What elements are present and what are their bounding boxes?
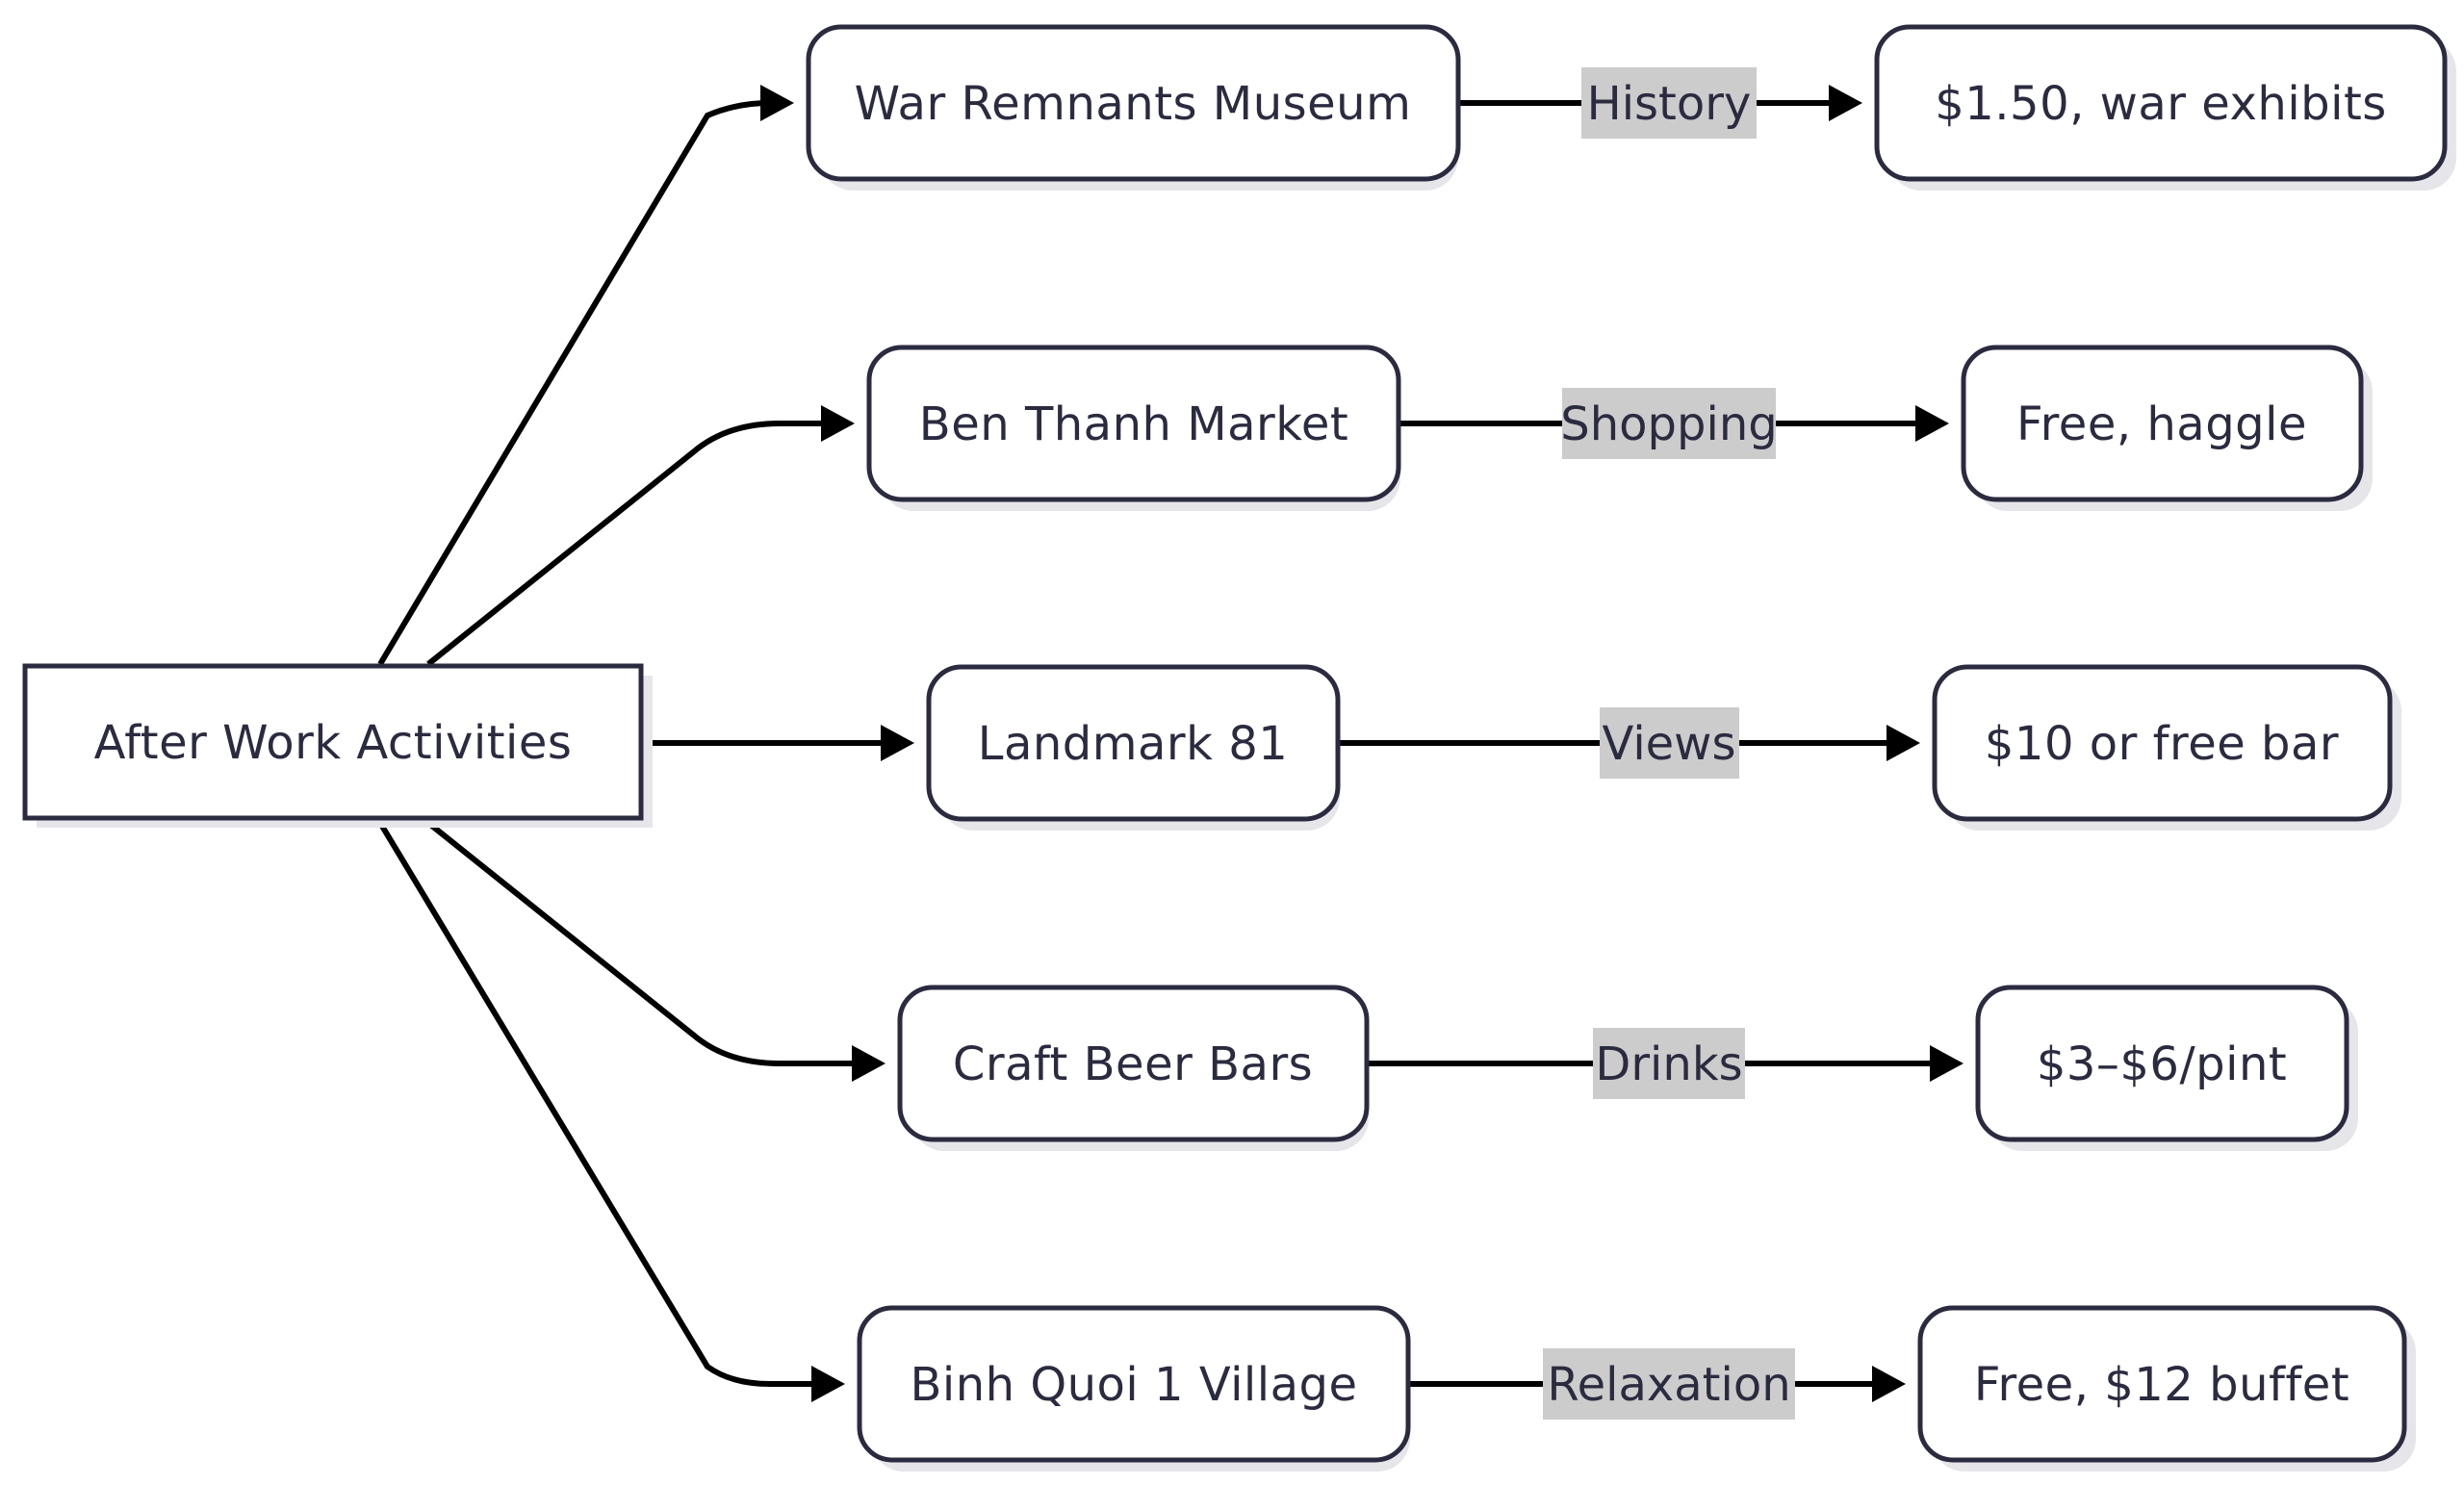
detail-node-binh-quoi-1-village: Free, $12 buffet [1917, 1305, 2416, 1472]
detail-node-craft-beer-bars: $3–$6/pint [1975, 985, 2358, 1151]
activity-label-landmark-81: Landmark 81 [978, 717, 1289, 771]
arrowhead-detail-craft-beer [1930, 1045, 1964, 1082]
detail-label-binh-quoi-1-village: Free, $12 buffet [1974, 1358, 2349, 1412]
arrowhead-craft-beer-bars [852, 1045, 886, 1082]
detail-label-craft-beer-bars: $3–$6/pint [2037, 1037, 2287, 1091]
activity-node-landmark-81: Landmark 81 [926, 664, 1341, 831]
edge-labels-layer: History Shopping Views Drinks Relaxation [1543, 67, 1795, 1420]
edge-label-shopping: Shopping [1560, 388, 1778, 459]
activity-label-war-remnants-museum: War Remnants Museum [855, 77, 1412, 131]
edge-root-to-binh-quoi-1-village [377, 821, 818, 1387]
activity-node-binh-quoi-1-village: Binh Quoi 1 Village [857, 1305, 1411, 1472]
root-node-label: After Work Activities [94, 716, 573, 770]
edge-label-history: History [1581, 67, 1757, 139]
activity-label-ben-thanh-market: Ben Thanh Market [919, 397, 1348, 451]
detail-node-ben-thanh-market: Free, haggle [1961, 345, 2373, 511]
arrowhead-binh-quoi-1-village [811, 1366, 845, 1402]
edge-label-relaxation: Relaxation [1543, 1348, 1795, 1420]
arrowhead-landmark-81 [881, 725, 914, 761]
edge-label-shopping-text: Shopping [1560, 397, 1777, 451]
arrowhead-detail-binh-quoi [1872, 1366, 1906, 1402]
arrowhead-detail-landmark [1886, 725, 1920, 761]
activity-node-ben-thanh-market: Ben Thanh Market [866, 345, 1401, 511]
edge-root-to-craft-beer-bars [426, 820, 859, 1066]
detail-node-landmark-81: $10 or free bar [1932, 664, 2401, 831]
detail-label-landmark-81: $10 or free bar [1985, 717, 2339, 771]
arrowhead-ben-thanh-market [821, 405, 855, 442]
edge-label-history-text: History [1587, 77, 1752, 131]
edge-label-drinks-text: Drinks [1595, 1037, 1742, 1091]
edge-label-relaxation-text: Relaxation [1547, 1358, 1790, 1412]
detail-label-ben-thanh-market: Free, haggle [2016, 397, 2307, 451]
arrowhead-detail-war-remnants [1829, 85, 1862, 121]
edge-label-views-text: Views [1603, 717, 1736, 771]
detail-node-war-remnants-museum: $1.50, war exhibits [1874, 24, 2456, 191]
detail-label-war-remnants-museum: $1.50, war exhibits [1935, 77, 2387, 131]
activity-label-craft-beer-bars: Craft Beer Bars [953, 1037, 1313, 1091]
edge-root-to-war-remnants-museum [377, 100, 771, 666]
activity-node-craft-beer-bars: Craft Beer Bars [897, 985, 1370, 1151]
arrowhead-detail-ben-thanh [1915, 405, 1949, 442]
root-node: After Work Activities [22, 663, 653, 828]
activity-label-binh-quoi-1-village: Binh Quoi 1 Village [910, 1358, 1357, 1412]
edge-label-views: Views [1600, 707, 1739, 779]
activity-node-war-remnants-museum: War Remnants Museum [806, 24, 1461, 191]
arrowhead-war-remnants-museum [760, 85, 794, 121]
edge-root-to-ben-thanh-market [426, 421, 828, 667]
edge-label-drinks: Drinks [1593, 1028, 1745, 1099]
